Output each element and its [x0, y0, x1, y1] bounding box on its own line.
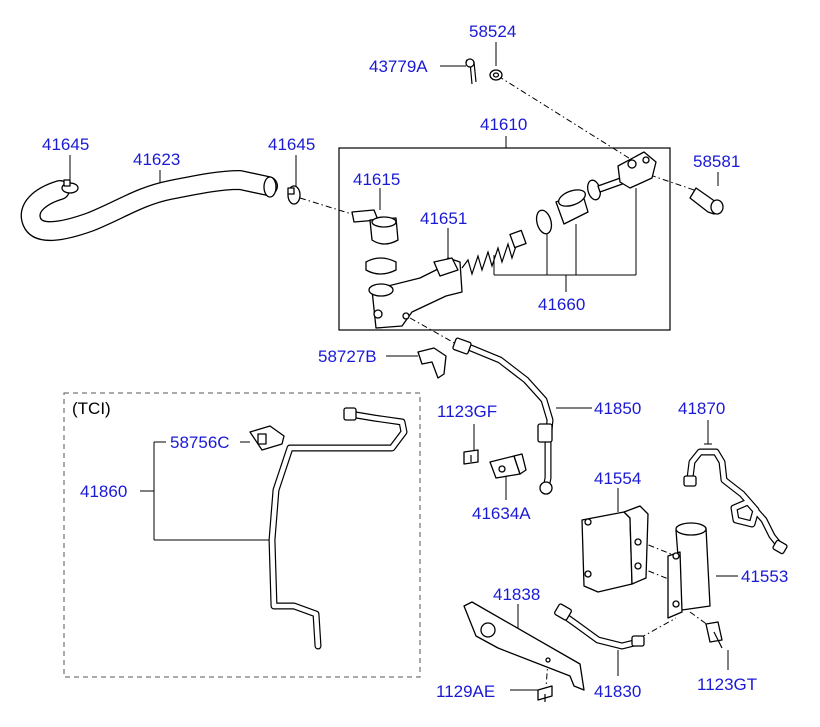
label-41850: 41850	[594, 399, 641, 418]
label-41870: 41870	[678, 399, 725, 418]
master-cylinder-41610	[368, 257, 463, 329]
label-41553: 41553	[741, 567, 788, 586]
bracket-41554	[581, 505, 649, 593]
hose-clamp-41645-right	[287, 185, 301, 205]
bolt-1123GF	[463, 449, 479, 465]
label-58756C: 58756C	[170, 433, 230, 452]
label-43779A: 43779A	[369, 57, 428, 76]
push-rod-clevis	[617, 151, 657, 189]
label-41634A: 41634A	[472, 504, 531, 523]
label-1129AE: 1129AE	[436, 682, 495, 701]
pipe-41830	[554, 603, 645, 650]
label-41623: 41623	[133, 150, 180, 169]
label-58581: 58581	[693, 152, 740, 171]
label-41645-left: 41645	[42, 135, 89, 154]
label-1123GT: 1123GT	[697, 675, 757, 694]
piston-spring	[461, 229, 527, 277]
label-41610: 41610	[480, 115, 527, 134]
label-41645-right: 41645	[268, 135, 315, 154]
clutch-pipe-41850	[452, 337, 554, 495]
label-41660: 41660	[538, 295, 585, 314]
master-cylinder-assembly-box	[338, 147, 671, 331]
hose-clamp-41645-left	[61, 179, 79, 194]
hose-41870	[683, 448, 788, 555]
bolt-1123GT	[705, 621, 723, 649]
bracket-41634A	[489, 453, 527, 479]
piston-seals-41660	[535, 175, 629, 235]
label-41830: 41830	[594, 682, 641, 701]
clevis-pin-58581	[689, 187, 724, 215]
label-41860: 41860	[80, 482, 127, 501]
reservoir-hose-41623	[20, 170, 278, 242]
release-cylinder-41553	[667, 522, 711, 619]
clip-58756C	[249, 425, 285, 451]
label-1123GF: 1123GF	[437, 402, 497, 421]
bracket-41838	[463, 601, 585, 691]
leader-lines	[69, 42, 738, 691]
washer-58524	[489, 69, 503, 81]
screw-1129AE	[537, 685, 553, 702]
label-58524: 58524	[469, 22, 516, 41]
label-41651: 41651	[420, 209, 467, 228]
tci-variant-label: (TCI)	[72, 399, 111, 418]
label-41838: 41838	[493, 585, 540, 604]
split-pin-43779A	[465, 58, 477, 85]
clip-58727B	[417, 347, 447, 379]
tci-variant-box	[63, 392, 421, 678]
label-41615: 41615	[353, 170, 400, 189]
label-41554: 41554	[594, 469, 641, 488]
reservoir-nipple-41615	[351, 209, 399, 275]
tci-pipe-41860	[268, 407, 408, 650]
label-58727B: 58727B	[318, 347, 377, 366]
